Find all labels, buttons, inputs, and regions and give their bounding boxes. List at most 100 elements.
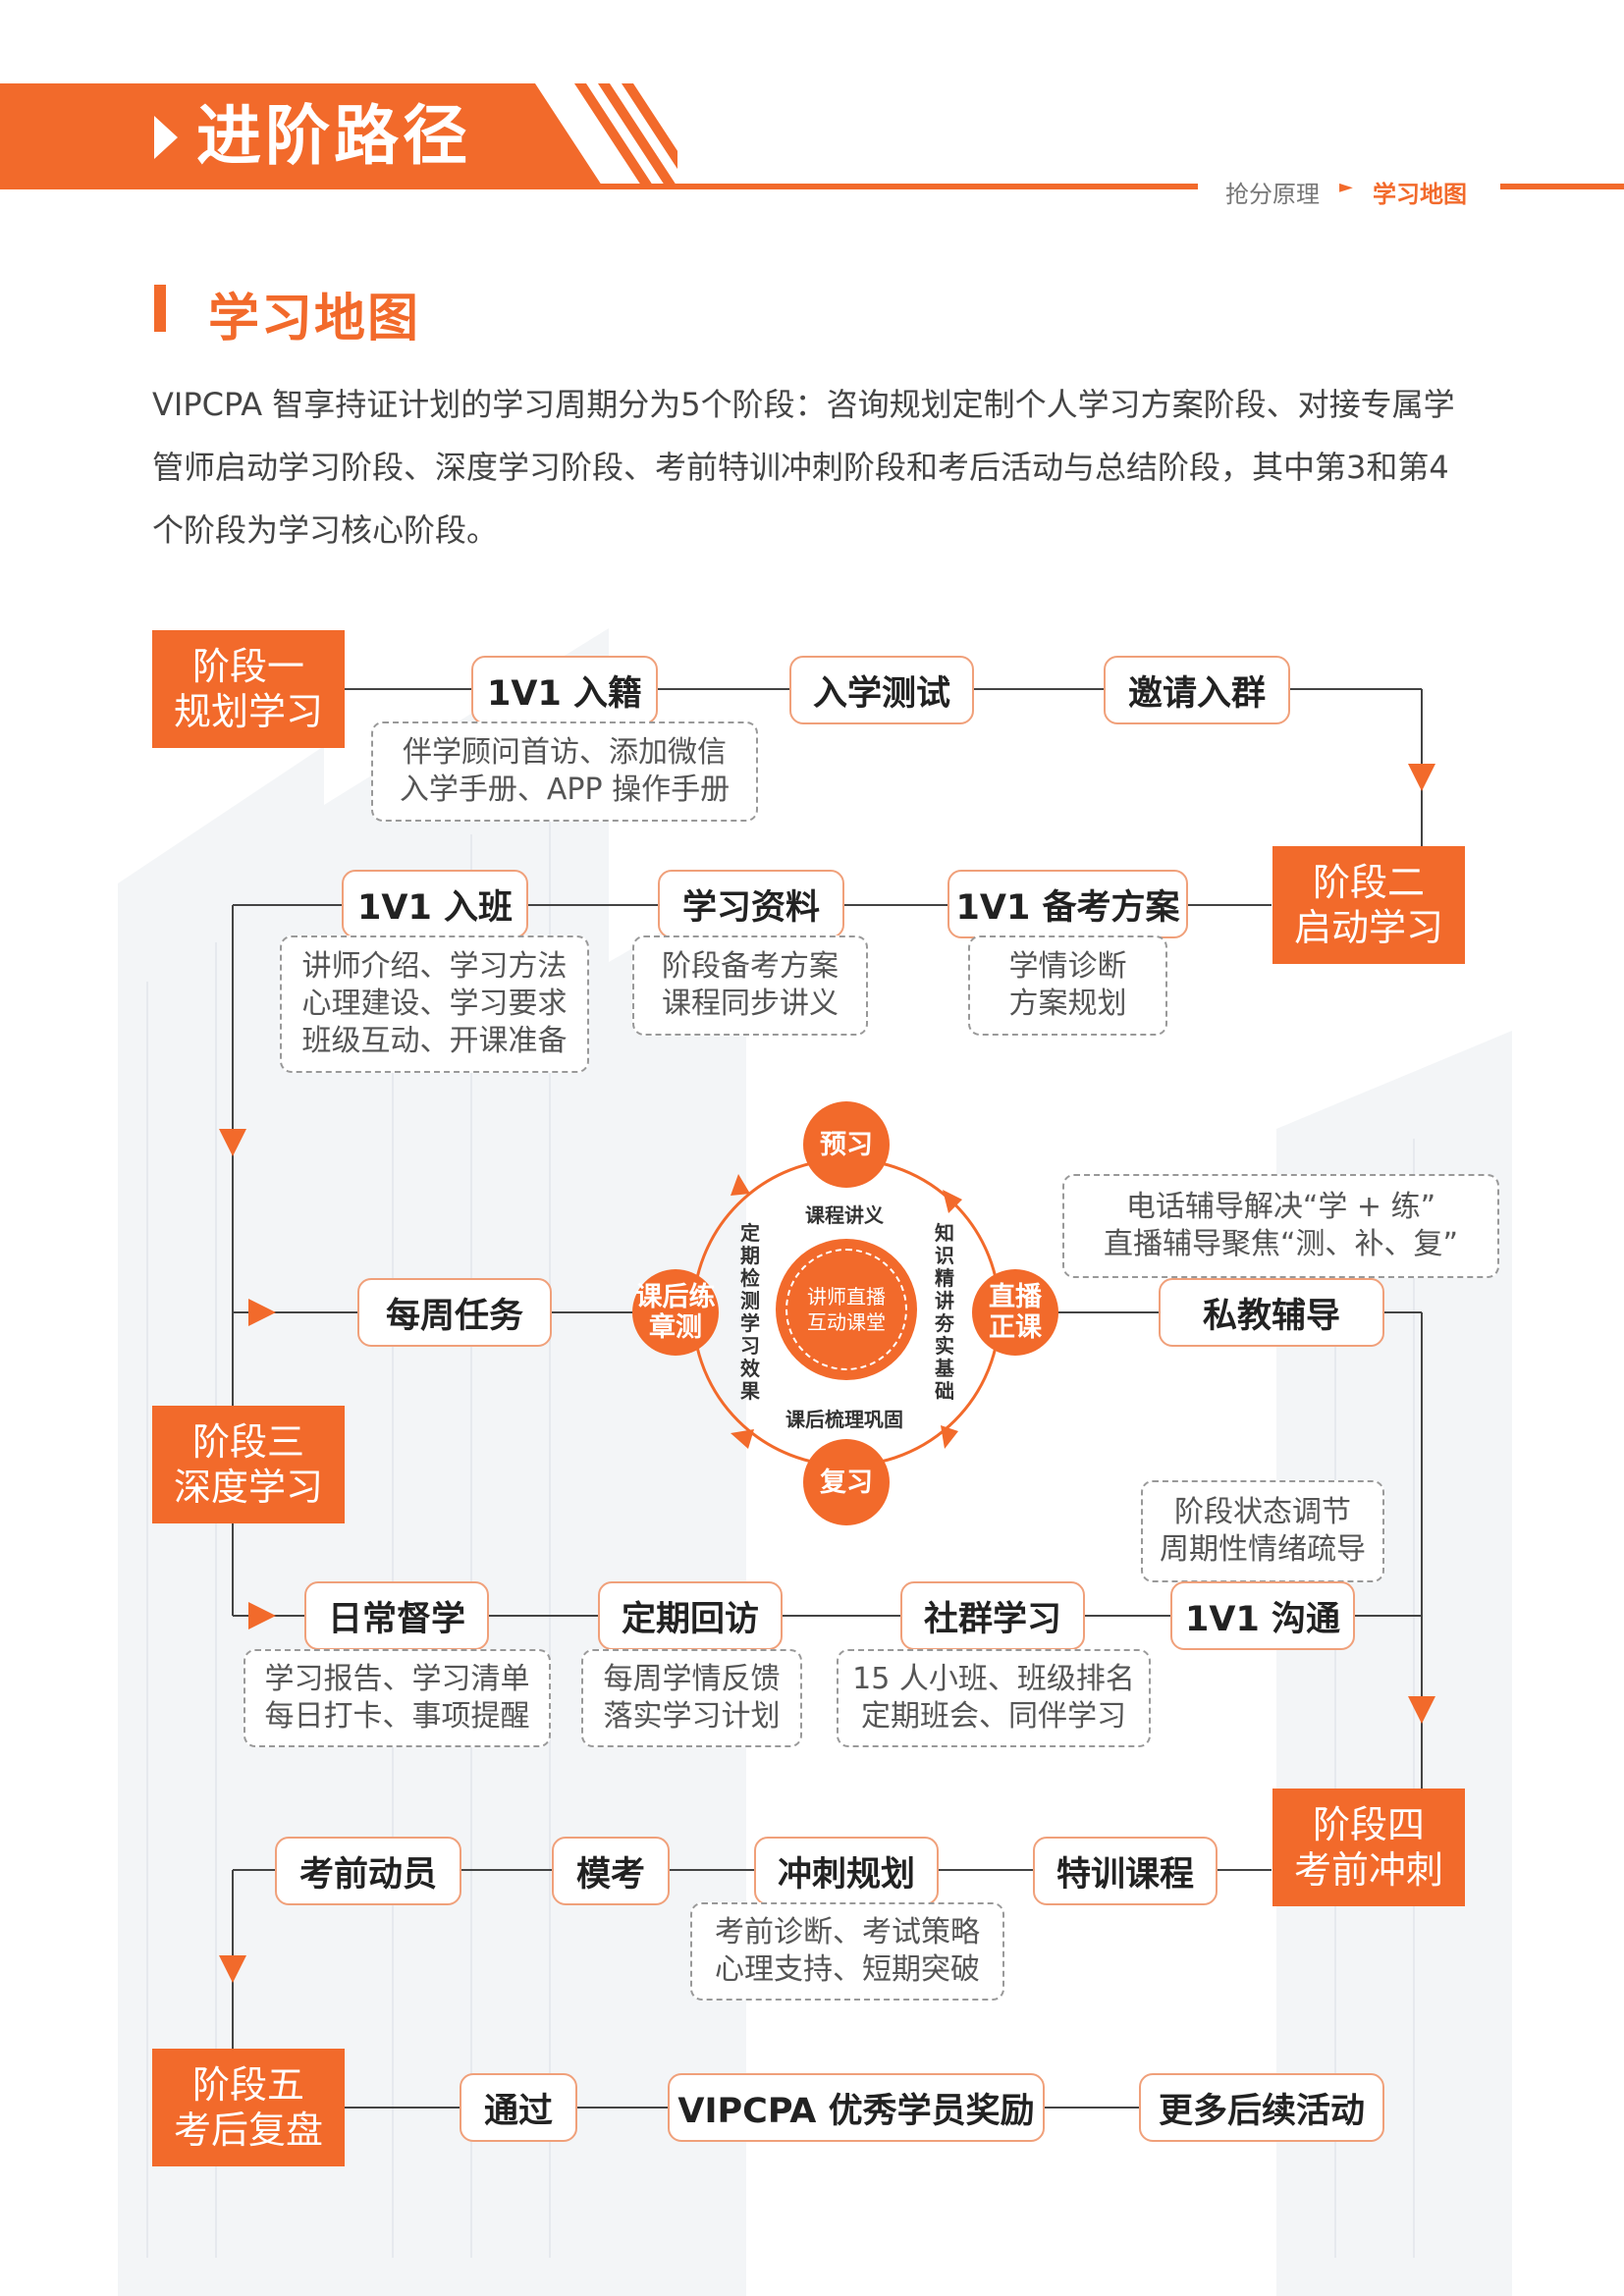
header-title: 进阶路径 — [196, 98, 471, 174]
cycle-label: 章测 — [649, 1312, 702, 1343]
note-line: 课程同步讲义 — [662, 987, 839, 1021]
arrow-down-icon — [1408, 1696, 1435, 1724]
note-tutoring: 电话辅导解决“学 + 练” 直播辅导聚焦“测、补、复” — [1062, 1174, 1499, 1278]
breadcrumb-item[interactable]: 抢分原理 — [1225, 181, 1320, 208]
cycle-consolidate: 课后梳理巩固 — [785, 1408, 903, 1431]
note-revisit: 每周学情反馈 落实学习计划 — [581, 1649, 802, 1747]
node-exam-plan: 1V1 备考方案 — [947, 870, 1188, 938]
cycle-arrow-icon — [941, 1425, 958, 1449]
cycle-core-ring — [785, 1249, 907, 1370]
note-line: 班级互动、开课准备 — [301, 1024, 568, 1058]
node-special-course: 特训课程 — [1033, 1837, 1218, 1905]
node-mobilization: 考前动员 — [275, 1837, 461, 1905]
arrow-down-icon — [219, 1129, 246, 1156]
note-supervise: 学习报告、学习清单 每日打卡、事项提醒 — [244, 1649, 551, 1747]
node-daily-supervision: 日常督学 — [304, 1581, 489, 1650]
node-entrance-test: 入学测试 — [789, 656, 974, 724]
node-join-group: 邀请入群 — [1104, 656, 1290, 724]
cycle-preview: 预习 — [803, 1101, 890, 1188]
node-mock-exam: 模考 — [552, 1837, 670, 1905]
cycle-live: 直播 正课 — [972, 1269, 1058, 1356]
node-join-class: 1V1 入班 — [342, 870, 528, 938]
arrow-right-icon — [248, 1602, 276, 1629]
note-line: 学习报告、学习清单 — [264, 1662, 530, 1696]
stage-2: 阶段二 启动学习 — [1272, 846, 1465, 964]
stage-number: 阶段四 — [1312, 1803, 1425, 1846]
node-community: 社群学习 — [900, 1581, 1085, 1650]
breadcrumb-current[interactable]: 学习地图 — [1373, 181, 1467, 208]
node-follow-up: 更多后续活动 — [1139, 2073, 1384, 2142]
cycle-left-text: 定期检测学习效果 — [740, 1221, 760, 1403]
node-pass: 通过 — [460, 2073, 577, 2142]
note-plan: 学情诊断 方案规划 — [968, 935, 1167, 1036]
note-community: 15 人小班、班级排名 定期班会、同伴学习 — [837, 1649, 1151, 1747]
section-title: 学习地图 — [208, 290, 421, 348]
cycle-lecture-notes: 课程讲义 — [805, 1203, 884, 1227]
note-line: 讲师介绍、学习方法 — [301, 949, 568, 984]
note-sprint: 考前诊断、考试策略 心理支持、短期突破 — [690, 1902, 1004, 2001]
node-communicate: 1V1 沟通 — [1170, 1581, 1355, 1650]
node-regular-revisit: 定期回访 — [598, 1581, 783, 1650]
note-line: 学情诊断 — [1008, 949, 1127, 984]
note-line: 每日打卡、事项提醒 — [264, 1699, 530, 1734]
intro-paragraph: VIPCPA 智享持证计划的学习周期分为5个阶段：咨询规划定制个人学习方案阶段、… — [152, 386, 1455, 549]
section-title-marker — [154, 285, 166, 332]
note-line: 落实学习计划 — [603, 1699, 781, 1734]
cycle-review: 复习 — [803, 1439, 890, 1525]
note-class: 讲师介绍、学习方法 心理建设、学习要求 班级互动、开课准备 — [280, 935, 589, 1073]
stage-label: 考后复盘 — [173, 2109, 323, 2152]
breadcrumb-chevron-icon: ► — [1339, 177, 1353, 197]
header-arrow-icon — [154, 116, 178, 159]
arrow-down-icon — [1408, 764, 1435, 791]
header-divider-right — [1500, 184, 1624, 189]
header-divider — [0, 184, 1198, 189]
stage-5: 阶段五 考后复盘 — [152, 2049, 345, 2166]
node-sprint-plan: 冲刺规划 — [754, 1837, 939, 1905]
note-enroll: 伴学顾问首访、添加微信 入学手册、APP 操作手册 — [371, 721, 758, 822]
note-line: 定期班会、同伴学习 — [861, 1699, 1126, 1734]
note-line: 方案规划 — [1008, 987, 1127, 1021]
cycle-practice: 课后练 章测 — [632, 1269, 719, 1356]
note-line: 心理支持、短期突破 — [715, 1952, 980, 1987]
note-line: 入学手册、APP 操作手册 — [399, 773, 731, 807]
stage-label: 考前冲刺 — [1293, 1848, 1443, 1892]
note-line: 直播辅导聚焦“测、补、复” — [1103, 1227, 1459, 1261]
node-weekly-task: 每周任务 — [357, 1278, 552, 1347]
node-award: VIPCPA 优秀学员奖励 — [668, 2073, 1045, 2142]
stage-number: 阶段一 — [191, 645, 304, 688]
arrow-right-icon — [248, 1299, 276, 1326]
cycle-right-text: 知识精讲夯实基础 — [935, 1221, 954, 1403]
note-line: 阶段备考方案 — [662, 949, 839, 984]
cycle-label: 直播 — [989, 1282, 1042, 1312]
stage-number: 阶段五 — [191, 2063, 304, 2107]
note-line: 考前诊断、考试策略 — [715, 1915, 980, 1949]
arrow-down-icon — [219, 1955, 246, 1983]
note-line: 每周学情反馈 — [603, 1662, 781, 1696]
stage-label: 规划学习 — [173, 690, 323, 733]
node-materials: 学习资料 — [658, 870, 844, 938]
cycle-arrow-icon — [943, 1190, 962, 1213]
header-stripes-decoration — [535, 83, 712, 188]
note-line: 周期性情绪疏导 — [1160, 1532, 1366, 1567]
stage-number: 阶段二 — [1312, 861, 1425, 904]
note-line: 心理建设、学习要求 — [301, 987, 568, 1021]
cycle-arrow-icon — [731, 1429, 754, 1449]
note-line: 阶段状态调节 — [1174, 1495, 1351, 1529]
cycle-label: 预习 — [820, 1129, 873, 1160]
note-materials: 阶段备考方案 课程同步讲义 — [632, 935, 868, 1036]
stage-4: 阶段四 考前冲刺 — [1272, 1789, 1465, 1906]
node-enroll: 1V1 入籍 — [471, 656, 658, 724]
note-line: 伴学顾问首访、添加微信 — [403, 735, 727, 770]
cycle-label: 复习 — [820, 1467, 873, 1498]
cycle-label: 课后练 — [635, 1282, 716, 1312]
note-line: 电话辅导解决“学 + 练” — [1125, 1190, 1436, 1224]
stage-number: 阶段三 — [191, 1420, 304, 1464]
node-private-tutoring: 私教辅导 — [1159, 1278, 1384, 1347]
note-communicate: 阶段状态调节 周期性情绪疏导 — [1141, 1480, 1384, 1582]
stage-1: 阶段一 规划学习 — [152, 630, 345, 748]
cycle-arrow-icon — [731, 1174, 750, 1196]
stage-label: 深度学习 — [173, 1466, 323, 1509]
stage-3: 阶段三 深度学习 — [152, 1406, 345, 1523]
note-line: 15 人小班、班级排名 — [852, 1662, 1135, 1696]
stage-label: 启动学习 — [1293, 906, 1443, 949]
